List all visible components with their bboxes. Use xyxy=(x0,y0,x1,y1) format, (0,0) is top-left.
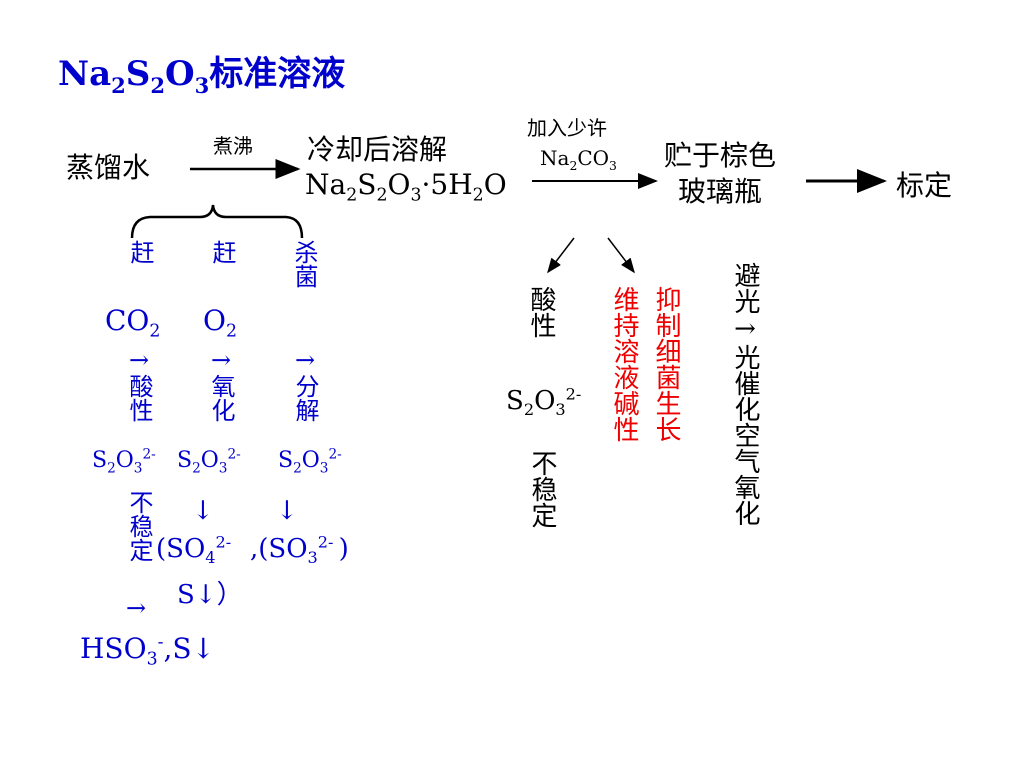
sterilize-verb: 杀菌 xyxy=(290,240,318,288)
down-arrow-oxidation: ↓ xyxy=(192,496,214,526)
add-small-amount-label: 加入少许 xyxy=(527,116,607,140)
sulfur-precipitate: S↓） xyxy=(177,580,243,610)
o2-formula: O2 xyxy=(203,304,238,342)
co2-formula: CO2 xyxy=(105,304,161,342)
oxidation-effect: →氧化 xyxy=(207,346,235,422)
page-title: Na2S2O3标准溶液 xyxy=(58,54,346,98)
down-arrow-left: → xyxy=(122,594,150,622)
suppress-diagonal-arrow xyxy=(607,237,635,274)
thiosulfate-pentahydrate-formula: Na2S2O3·5H2O xyxy=(305,168,507,206)
drive-off-o2-verb: 赶 xyxy=(208,240,236,264)
thiosulfate-ion-right: S2O32- xyxy=(506,384,582,420)
decomposition-effect: →分解 xyxy=(291,346,319,422)
bisulfite-sulfur-product: HSO3-,S↓ xyxy=(80,632,216,670)
sulfite-product: ,(SO32- ) xyxy=(250,532,349,568)
distilled-water-label: 蒸馏水 xyxy=(66,151,151,184)
acidic-diagonal-arrow xyxy=(547,237,575,274)
curly-brace xyxy=(130,204,304,239)
unstable-label-left: 不稳定 xyxy=(125,490,153,562)
calibrate-label: 标定 xyxy=(896,169,953,202)
acidic-label: 酸性 xyxy=(526,286,556,338)
boil-label: 煮沸 xyxy=(213,134,253,158)
thiosulfate-ion-1: S2O32- xyxy=(92,446,156,477)
inhibit-bacteria-label: 抑制细菌生长 xyxy=(651,286,681,442)
cool-dissolve-label: 冷却后溶解 xyxy=(307,133,448,166)
store-line-1: 贮于棕色 xyxy=(664,139,777,172)
thiosulfate-ion-2: S2O32- xyxy=(177,446,241,477)
drive-off-co2-verb: 赶 xyxy=(126,240,154,264)
acidity-effect: →酸性 xyxy=(125,346,153,422)
down-arrow-decomposition: ↓ xyxy=(276,496,298,526)
unstable-label-right: 不稳定 xyxy=(527,450,557,528)
store-brown-bottle-label: 贮于棕色 玻璃瓶 xyxy=(664,138,776,210)
store-line-2: 玻璃瓶 xyxy=(678,175,763,208)
avoid-light-label: 避光→光催化空气氧化 xyxy=(730,262,760,526)
na2co3-formula: Na2CO3 xyxy=(540,146,617,173)
sulfate-product: (SO42- xyxy=(156,532,232,568)
thiosulfate-ion-3: S2O32- xyxy=(278,446,342,477)
maintain-alkalinity-label: 维持溶液碱性 xyxy=(609,286,639,442)
